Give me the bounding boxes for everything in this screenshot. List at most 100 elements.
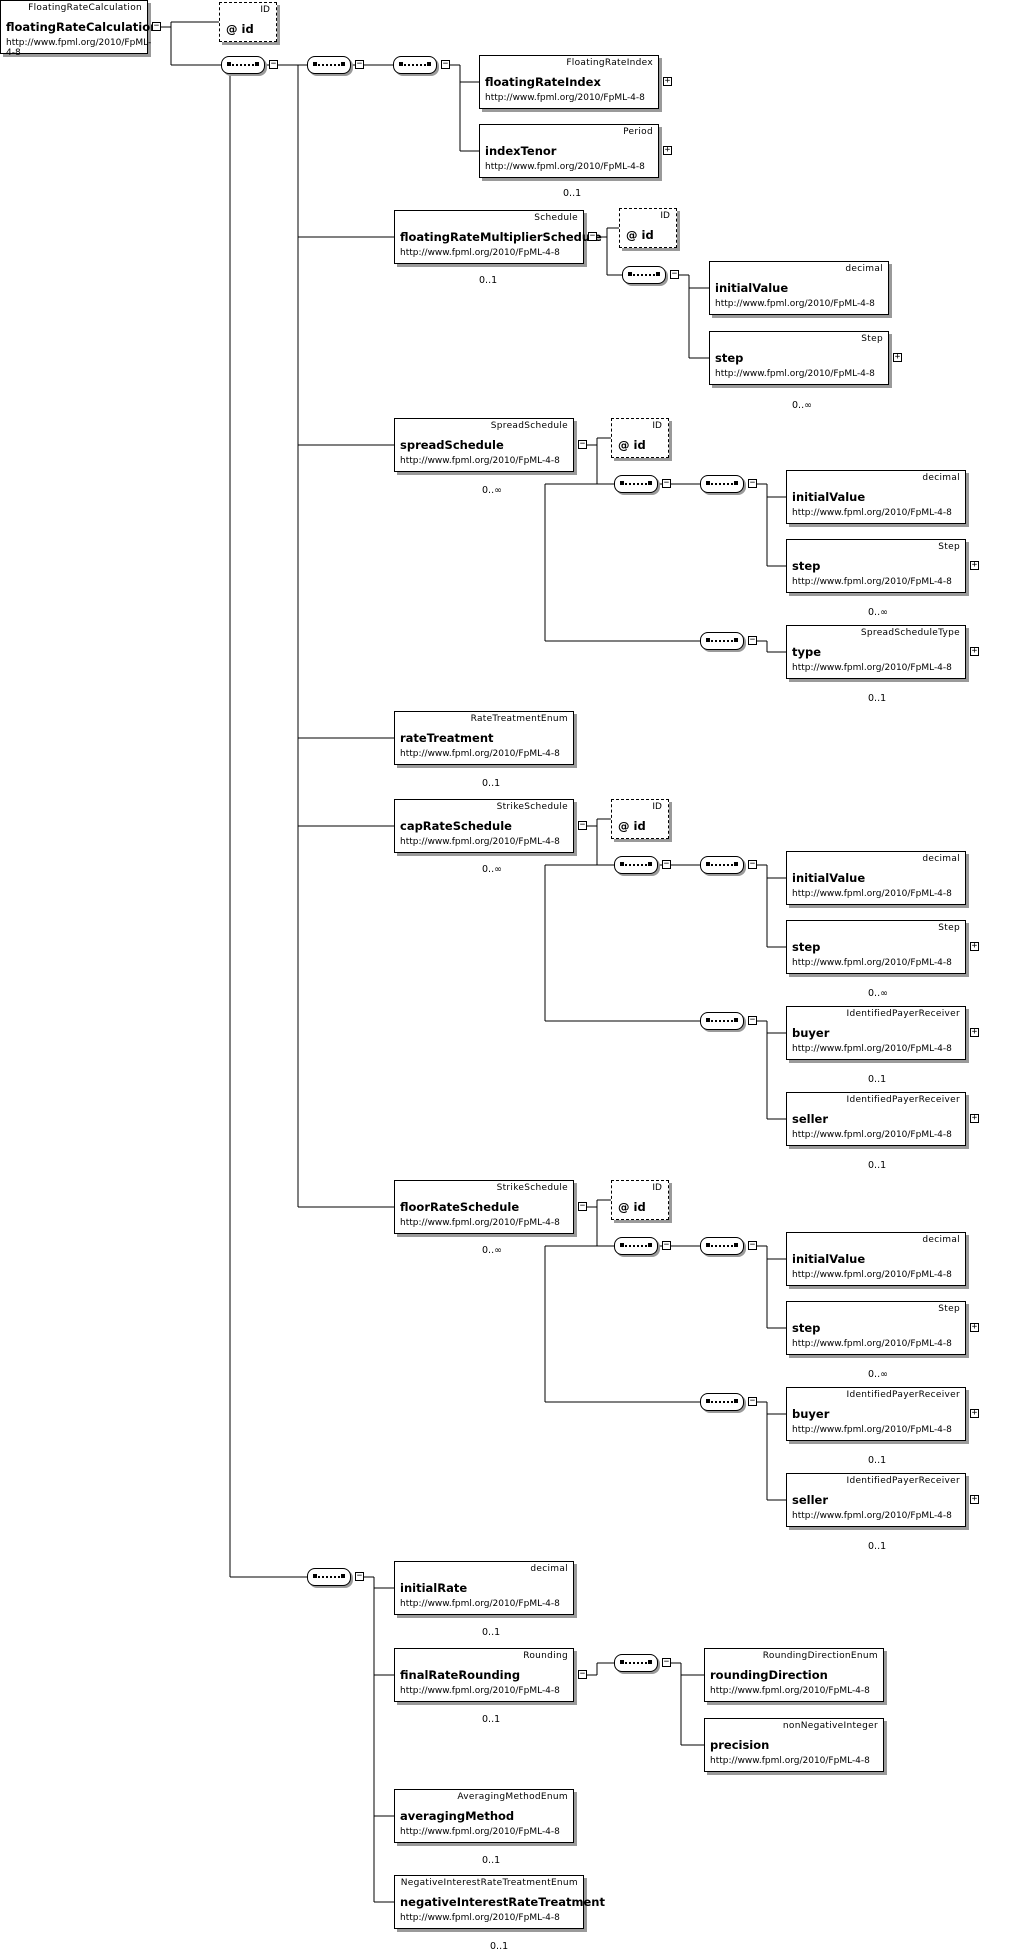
cardinality-label: 0..1: [482, 1627, 501, 1638]
attribute-id-box: ID@ id: [219, 2, 277, 42]
expand-icon[interactable]: +: [663, 76, 672, 86]
collapse-icon[interactable]: −: [269, 59, 278, 69]
element-namespace: http://www.fpml.org/2010/FpML-4-8: [792, 958, 952, 968]
expand-icon[interactable]: +: [970, 1494, 979, 1504]
element-box-capBuyer[interactable]: IdentifiedPayerReceiver buyer http://www.f…: [786, 1006, 966, 1060]
sequence-compositor[interactable]: [221, 56, 265, 74]
element-namespace: http://www.fpml.org/2010/FpML-4-8: [792, 1044, 952, 1054]
sequence-compositor[interactable]: [307, 56, 351, 74]
sequence-compositor[interactable]: [614, 856, 658, 874]
element-namespace: http://www.fpml.org/2010/FpML-4-8: [400, 749, 560, 759]
collapse-icon[interactable]: −: [748, 1015, 757, 1025]
collapse-icon[interactable]: −: [662, 1657, 671, 1667]
element-name: type: [792, 645, 822, 659]
sequence-compositor[interactable]: [700, 1237, 744, 1255]
attribute-type: ID: [652, 1183, 662, 1193]
sequence-compositor[interactable]: [700, 632, 744, 650]
sequence-icon: [706, 1018, 738, 1022]
cardinality-label: 0..∞: [868, 1369, 888, 1380]
element-namespace: http://www.fpml.org/2010/FpML-4-8: [710, 1686, 870, 1696]
element-name: step: [715, 351, 744, 365]
element-type: decimal: [922, 854, 960, 864]
expand-icon[interactable]: +: [970, 1027, 979, 1037]
sequence-compositor[interactable]: [700, 856, 744, 874]
element-type: Step: [861, 334, 883, 344]
element-namespace: http://www.fpml.org/2010/FpML-4-8: [485, 162, 645, 172]
collapse-icon[interactable]: −: [441, 59, 450, 69]
element-type: IdentifiedPayerReceiver: [846, 1009, 960, 1019]
expand-icon[interactable]: +: [970, 1322, 979, 1332]
element-namespace: http://www.fpml.org/2010/FpML-4-8: [792, 663, 952, 673]
collapse-icon[interactable]: −: [748, 1396, 757, 1406]
expand-icon[interactable]: +: [970, 1408, 979, 1418]
sequence-icon: [706, 638, 738, 642]
collapse-icon[interactable]: −: [355, 1571, 364, 1581]
sequence-compositor[interactable]: [393, 56, 437, 74]
sequence-icon: [399, 62, 431, 66]
collapse-icon[interactable]: −: [578, 820, 587, 830]
cardinality-label: 0..1: [868, 1455, 887, 1466]
element-name: averagingMethod: [400, 1809, 515, 1823]
collapse-icon[interactable]: −: [748, 1240, 757, 1250]
collapse-icon[interactable]: −: [662, 1240, 671, 1250]
collapse-icon[interactable]: −: [748, 478, 757, 488]
expand-icon[interactable]: +: [970, 941, 979, 951]
element-name: initialValue: [792, 871, 866, 885]
element-name: buyer: [792, 1026, 830, 1040]
collapse-icon[interactable]: −: [152, 21, 161, 31]
element-name: step: [792, 1321, 821, 1335]
collapse-icon[interactable]: −: [662, 478, 671, 488]
collapse-icon[interactable]: −: [748, 635, 757, 645]
collapse-icon[interactable]: −: [578, 1669, 587, 1679]
collapse-icon[interactable]: −: [662, 859, 671, 869]
expand-icon[interactable]: +: [893, 352, 902, 362]
collapse-icon[interactable]: −: [578, 1201, 587, 1211]
cardinality-label: 0..∞: [792, 400, 812, 411]
expand-icon[interactable]: +: [663, 145, 672, 155]
collapse-icon[interactable]: −: [355, 59, 364, 69]
element-namespace: http://www.fpml.org/2010/FpML-4-8: [715, 299, 875, 309]
collapse-icon[interactable]: −: [588, 231, 597, 241]
sequence-compositor[interactable]: [614, 1654, 658, 1672]
sequence-compositor[interactable]: [614, 475, 658, 493]
expand-icon[interactable]: +: [970, 1113, 979, 1123]
sequence-compositor[interactable]: [307, 1568, 351, 1586]
sequence-compositor[interactable]: [622, 266, 666, 284]
sequence-compositor[interactable]: [700, 1012, 744, 1030]
element-type: IdentifiedPayerReceiver: [846, 1390, 960, 1400]
expand-icon[interactable]: +: [970, 646, 979, 656]
sequence-compositor[interactable]: [700, 1393, 744, 1411]
collapse-icon[interactable]: −: [670, 269, 679, 279]
collapse-icon[interactable]: −: [748, 859, 757, 869]
sequence-compositor[interactable]: [700, 475, 744, 493]
expand-icon[interactable]: +: [970, 560, 979, 570]
sequence-compositor[interactable]: [614, 1237, 658, 1255]
collapse-icon[interactable]: −: [578, 439, 587, 449]
